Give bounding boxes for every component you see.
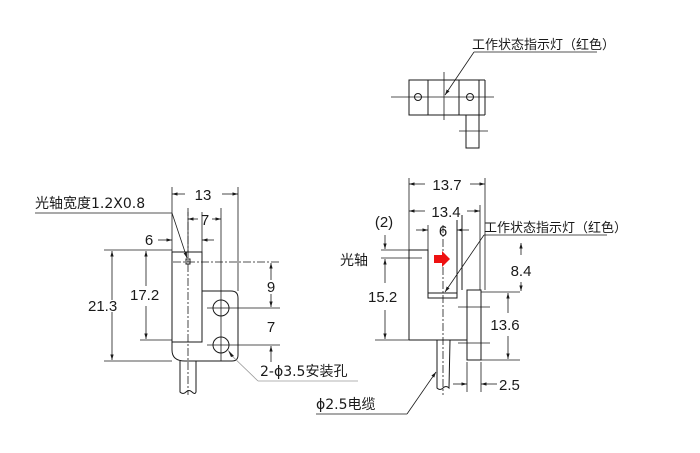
indicator-arrow-icon <box>434 251 450 267</box>
dim-hole-pitch: 7 <box>267 319 275 336</box>
mounting-bracket <box>171 290 239 362</box>
dim-indicator-height: 8.4 <box>511 263 532 280</box>
cable-label: ϕ2.5电缆 <box>316 397 376 413</box>
leader-arrowhead <box>228 350 234 357</box>
left-view: 13 7 6 21.3 17.2 9 7 光轴宽度1.2X0.8 2- <box>35 187 358 395</box>
dim-axis-to-hole: 9 <box>267 279 275 296</box>
optical-axis-label: 光轴 <box>340 253 368 269</box>
optical-axis-width-label: 光轴宽度1.2X0.8 <box>35 195 145 212</box>
dim-axis-offset-top: (2) <box>375 214 393 231</box>
dim-axis-height: 15.2 <box>368 289 397 306</box>
right-view: 13.7 13.4 6 (2) 15.2 光轴 8.4 13.6 2.5 工作状… <box>316 177 627 415</box>
leader-line <box>229 353 259 382</box>
leader-arrow <box>444 234 485 293</box>
right-indicator-label: 工作状态指示灯（红色） <box>484 220 627 236</box>
dim-height-body: 17.2 <box>130 287 159 304</box>
indicator-leader-arrow <box>444 51 475 96</box>
leader-arrow <box>406 371 437 415</box>
sensor-body <box>171 251 203 343</box>
dim-total-depth: 13.7 <box>432 177 461 194</box>
optical-axis-window <box>185 258 191 265</box>
mounting-hole-label: 2-ϕ3.5安装孔 <box>260 364 347 380</box>
dim-bracket-thickness: 2.5 <box>499 377 520 394</box>
dim-bracket-height: 13.6 <box>490 317 519 334</box>
cable <box>179 361 197 394</box>
bracket <box>466 289 482 361</box>
sensor-slot <box>409 249 458 299</box>
dim-axis-offset: 6 <box>145 232 153 249</box>
leader-arrow <box>171 212 188 259</box>
dim-overall-width: 13 <box>195 187 212 204</box>
dim-hole-offset: 7 <box>201 212 209 229</box>
cable <box>436 339 451 390</box>
dim-height-total: 21.3 <box>88 298 117 315</box>
top-view: 工作状态指示灯（红色） <box>391 37 615 149</box>
dim-body-depth: 13.4 <box>431 204 460 221</box>
top-indicator-label: 工作状态指示灯（红色） <box>472 37 615 53</box>
dim-slot-width: 6 <box>439 223 447 240</box>
top-view-bracket <box>465 114 480 149</box>
